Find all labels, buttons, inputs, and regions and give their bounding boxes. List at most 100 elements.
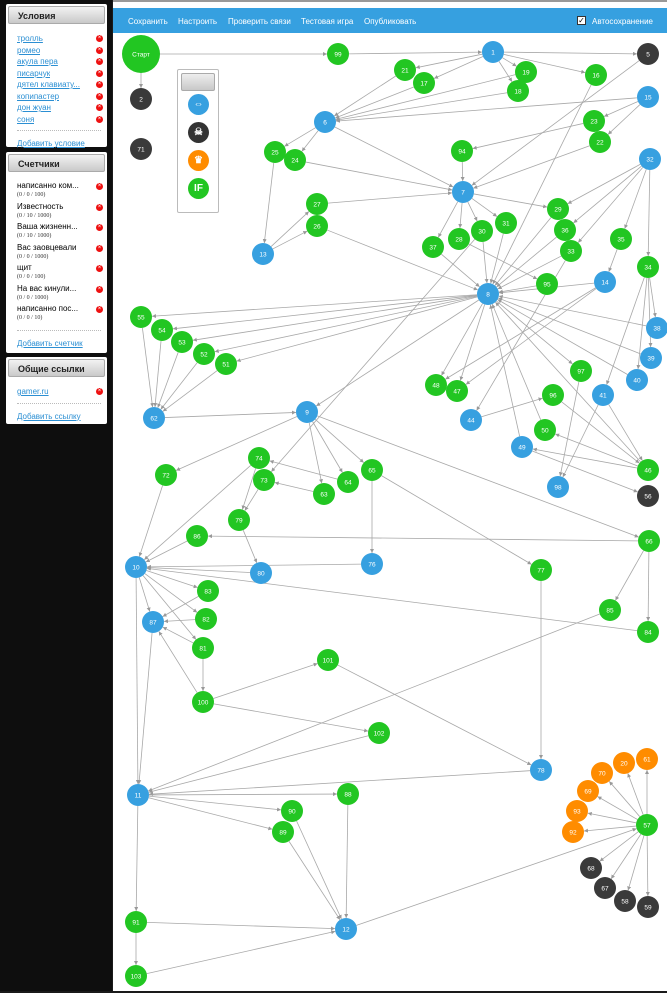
- counter-link[interactable]: На вас кинули...: [17, 284, 76, 293]
- delete-icon[interactable]: ×: [96, 224, 103, 231]
- edge-87-11[interactable]: [139, 633, 152, 784]
- node-24[interactable]: 24: [284, 149, 306, 171]
- edge-27-7[interactable]: [328, 193, 452, 203]
- node-27[interactable]: 27: [306, 193, 328, 215]
- edge-63-73[interactable]: [275, 482, 314, 491]
- edge-66-85[interactable]: [615, 551, 643, 601]
- node-72[interactable]: 72: [155, 464, 177, 486]
- node-92[interactable]: 92: [562, 821, 584, 843]
- edge-84-10[interactable]: [147, 568, 637, 630]
- edge-23-94[interactable]: [473, 123, 584, 148]
- delete-icon[interactable]: ×: [96, 93, 103, 100]
- node-91[interactable]: 91: [125, 911, 147, 933]
- edge-13-27[interactable]: [271, 211, 309, 246]
- node-30[interactable]: 30: [471, 220, 493, 242]
- node-18[interactable]: 18: [507, 80, 529, 102]
- add-link-link[interactable]: Добавить ссылку: [17, 412, 81, 421]
- delete-icon[interactable]: ×: [96, 58, 103, 65]
- node-14[interactable]: 14: [594, 271, 616, 293]
- node-53[interactable]: 53: [171, 331, 193, 353]
- delete-icon[interactable]: ×: [96, 265, 103, 272]
- edge-8-53[interactable]: [193, 296, 477, 341]
- edge-25-13[interactable]: [264, 163, 273, 243]
- edge-30-8[interactable]: [483, 242, 487, 283]
- node-54[interactable]: 54: [151, 319, 173, 341]
- edge-89-12[interactable]: [289, 841, 340, 920]
- node-41[interactable]: 41: [592, 384, 614, 406]
- node-61[interactable]: 61: [636, 748, 658, 770]
- condition-link[interactable]: соня: [17, 114, 34, 125]
- edge-90-12[interactable]: [297, 821, 342, 919]
- node-70[interactable]: 70: [591, 762, 613, 784]
- edge-11-88[interactable]: [149, 794, 337, 795]
- node-16[interactable]: 16: [585, 64, 607, 86]
- node-46[interactable]: 46: [637, 459, 659, 481]
- node-99[interactable]: 99: [327, 43, 349, 65]
- edge-9-72[interactable]: [176, 416, 297, 470]
- edge-103-12[interactable]: [147, 931, 336, 973]
- node-13[interactable]: 13: [252, 243, 274, 265]
- node-38[interactable]: 38: [646, 317, 667, 339]
- node-58[interactable]: 58: [614, 890, 636, 912]
- node-73[interactable]: 73: [253, 469, 275, 491]
- node-87[interactable]: 87: [142, 611, 164, 633]
- counter-link[interactable]: щит: [17, 263, 32, 272]
- edge-7-30[interactable]: [468, 202, 477, 221]
- node-36[interactable]: 36: [554, 219, 576, 241]
- edge-39-8[interactable]: [498, 298, 641, 354]
- delete-icon[interactable]: ×: [96, 286, 103, 293]
- edge-66-84[interactable]: [648, 552, 649, 621]
- node-69[interactable]: 69: [577, 780, 599, 802]
- edge-1-5[interactable]: [504, 52, 637, 54]
- node-63[interactable]: 63: [313, 483, 335, 505]
- node-56[interactable]: 56: [637, 485, 659, 507]
- node-40[interactable]: 40: [626, 369, 648, 391]
- edge-88-12[interactable]: [346, 805, 348, 918]
- node-15[interactable]: 15: [637, 86, 659, 108]
- edge-32-35[interactable]: [625, 169, 647, 228]
- edge-6-7[interactable]: [335, 127, 453, 187]
- node-50[interactable]: 50: [534, 419, 556, 441]
- edge-57-92[interactable]: [584, 826, 636, 831]
- node-79[interactable]: 79: [228, 509, 250, 531]
- node-32[interactable]: 32: [639, 148, 661, 170]
- edge-18-6[interactable]: [336, 93, 507, 121]
- node-83[interactable]: 83: [197, 580, 219, 602]
- condition-link[interactable]: дятел клавиату...: [17, 79, 80, 90]
- node-48[interactable]: 48: [425, 374, 447, 396]
- node-68[interactable]: 68: [580, 857, 602, 879]
- palette-handle[interactable]: [181, 73, 215, 91]
- node-82[interactable]: 82: [195, 608, 217, 630]
- edge-8-47[interactable]: [460, 304, 484, 380]
- edge-1-19[interactable]: [502, 58, 516, 67]
- node-86[interactable]: 86: [186, 525, 208, 547]
- node-6[interactable]: 6: [314, 111, 336, 133]
- transition-icon[interactable]: ⇔: [188, 94, 209, 115]
- edge-10-83[interactable]: [146, 570, 197, 587]
- edge-53-62[interactable]: [158, 352, 178, 407]
- node-97[interactable]: 97: [570, 360, 592, 382]
- condition-link[interactable]: дон жуан: [17, 102, 51, 113]
- node-98[interactable]: 98: [547, 476, 569, 498]
- edge-34-38[interactable]: [650, 278, 656, 317]
- edge-51-62[interactable]: [163, 371, 217, 412]
- crown-icon[interactable]: ♛: [188, 150, 209, 171]
- edge-6-25[interactable]: [284, 128, 315, 147]
- node-33[interactable]: 33: [560, 240, 582, 262]
- edge-52-62[interactable]: [161, 363, 197, 410]
- delete-icon[interactable]: ×: [96, 47, 103, 54]
- node-20[interactable]: 20: [613, 752, 635, 774]
- if-icon[interactable]: IF: [188, 178, 209, 199]
- edge-62-9[interactable]: [165, 412, 296, 417]
- node-37[interactable]: 37: [422, 236, 444, 258]
- counter-link[interactable]: Вас заовцевали: [17, 243, 77, 252]
- counter-link[interactable]: Известность: [17, 202, 63, 211]
- node-55[interactable]: 55: [130, 306, 152, 328]
- node-102[interactable]: 102: [368, 722, 390, 744]
- node-76[interactable]: 76: [361, 553, 383, 575]
- delete-icon[interactable]: ×: [96, 70, 103, 77]
- edge-100-102[interactable]: [214, 704, 368, 731]
- node-71[interactable]: 71: [130, 138, 152, 160]
- node-62[interactable]: 62: [143, 407, 165, 429]
- edge-66-86[interactable]: [208, 536, 638, 541]
